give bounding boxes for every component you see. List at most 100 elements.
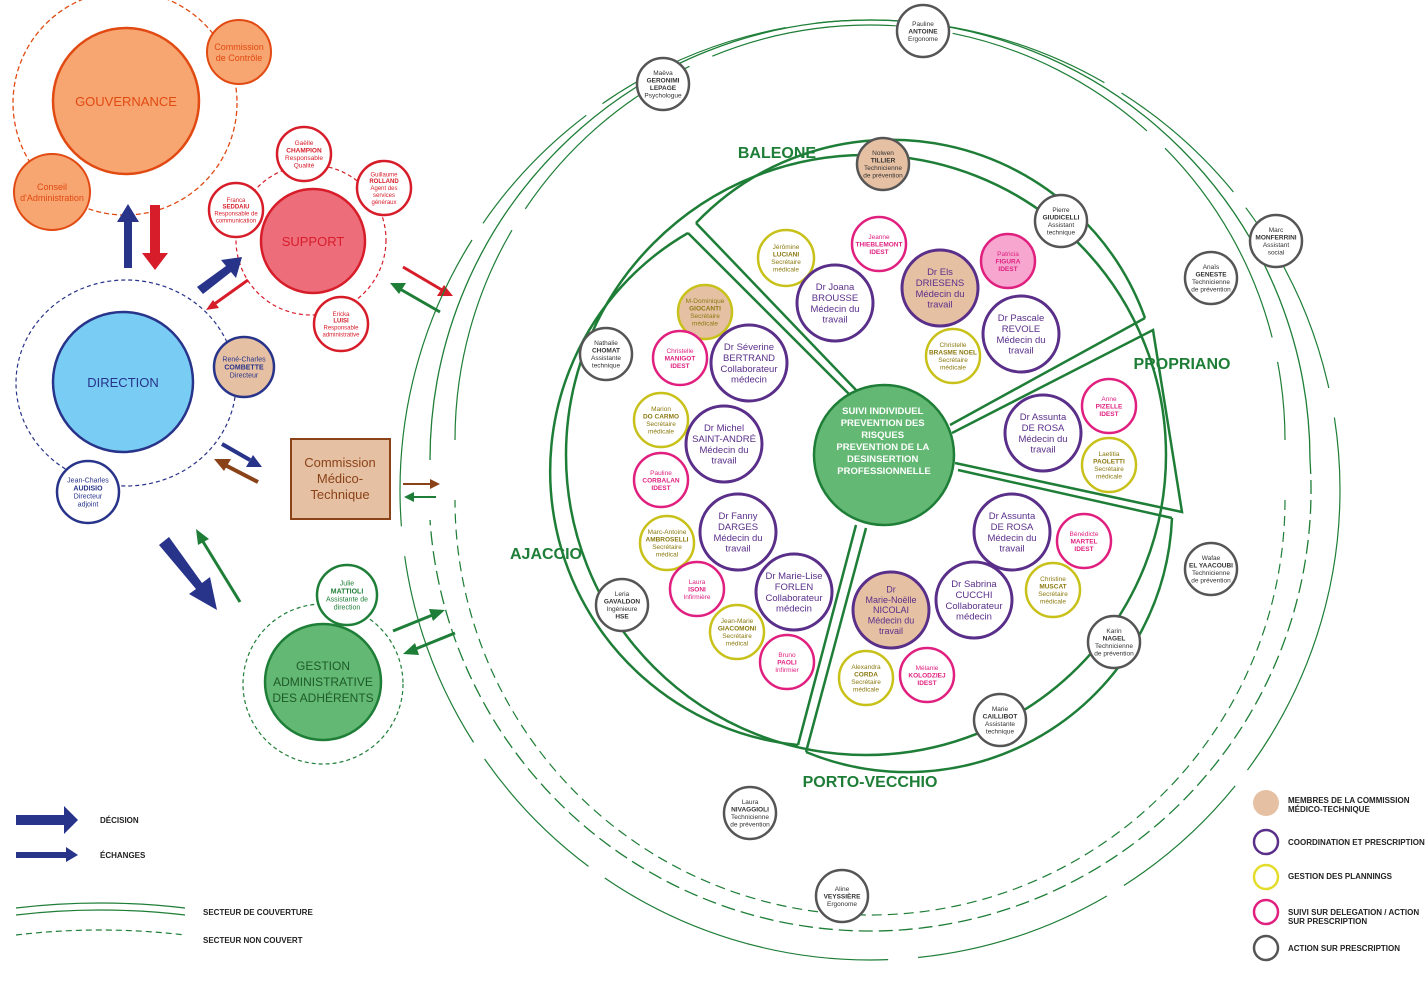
person-circle <box>1033 193 1089 249</box>
person-label-line: de prévention <box>863 172 903 179</box>
legend-plannings-dot <box>1252 863 1280 891</box>
person-label-line: de prévention <box>1191 577 1231 584</box>
person-circle <box>972 492 1052 572</box>
person-circle <box>1024 561 1082 619</box>
person-label-line: Jean-Charles <box>67 477 109 484</box>
person-label-line: direction <box>334 605 361 612</box>
person-circle <box>668 560 726 618</box>
legend-non-couvert-line <box>15 929 186 936</box>
person-label-line: AMBROSELLI <box>646 537 689 544</box>
person-label-line: Médecin du <box>1018 434 1067 445</box>
person-label-line: Secrétaire <box>652 544 682 551</box>
person-label-line: Technicienne <box>1095 643 1133 650</box>
person-circle <box>275 125 333 183</box>
person-circle <box>355 159 413 217</box>
person-label-line: Laura <box>689 579 706 586</box>
person-label-line: Dr Joana <box>816 282 855 293</box>
person-label-line: IDEST <box>869 249 888 256</box>
person-circle <box>212 335 276 399</box>
person-label-line: DE ROSA <box>1022 423 1065 434</box>
person-circle <box>698 492 778 572</box>
legend-plannings-label: GESTION DES PLANNINGS <box>1288 872 1393 881</box>
person-label-line: Infirmier <box>775 667 799 674</box>
person-label-line: GERONIMI <box>647 78 680 85</box>
person-label-line: Marie <box>992 706 1009 713</box>
person-label-line: médical <box>656 551 679 558</box>
person-label-line: DARGES <box>718 522 758 533</box>
person-label-line: ANTOINE <box>908 28 938 35</box>
person-label-line: Pauline <box>650 470 672 477</box>
person-circle <box>814 868 870 924</box>
person-label-line: Jean-Marie <box>721 618 754 625</box>
person-label-line: services <box>373 193 395 199</box>
sector-propriano-label: PROPRIANO <box>1134 356 1231 373</box>
person-label-line: Dr Marie-Lise <box>765 571 822 582</box>
person-label-line: Jeanne <box>868 234 890 241</box>
person-label-line: médicale <box>648 428 674 435</box>
person-label-line: Christelle <box>666 348 693 355</box>
person-label-line: CUCCHI <box>956 590 993 601</box>
person-label-line: Collaborateur <box>945 601 1002 612</box>
person-label-line: Médecin du <box>987 533 1036 544</box>
person-label-line: travail <box>927 300 952 311</box>
person-label-line: Technicienne <box>864 165 902 172</box>
person-label-line: Laura <box>742 799 759 806</box>
person-label-line: Franca <box>227 198 246 204</box>
person-label-line: LEPAGE <box>650 85 677 92</box>
legend-left: DÉCISION ÉCHANGES SECTEUR DE COUVERTURE … <box>15 806 313 945</box>
person-label-line: médical <box>726 640 749 647</box>
person-label-line: SEDDAIU <box>222 205 249 211</box>
person-label-line: de prévention <box>1191 286 1231 293</box>
person-label-line: NAGEL <box>1103 636 1126 643</box>
person-circle <box>1248 213 1304 269</box>
legend-commission-label-2: MÉDICO-TECHNIQUE <box>1288 805 1370 814</box>
person-circle <box>676 283 734 341</box>
person-label-line: Julie <box>340 580 355 587</box>
person-label-line: Dr Séverine <box>724 342 774 353</box>
person-circle <box>758 633 816 691</box>
center-label: SUIVI INDIVIDUEL PREVENTION DES RISQUES … <box>836 406 931 477</box>
person-label-line: Aline <box>835 886 850 893</box>
person-label-line: Ergonome <box>908 36 938 43</box>
person-label-line: Karin <box>1106 628 1122 635</box>
person-circle <box>315 563 379 627</box>
support-label: SUPPORT <box>282 234 345 249</box>
person-circle <box>900 248 980 328</box>
person-label-line: travail <box>725 544 750 555</box>
legend-decision-arrow <box>16 806 78 834</box>
legend-commission-label-1: MEMBRES DE LA COMMISSION <box>1288 796 1410 805</box>
person-circle <box>722 785 778 841</box>
person-circle <box>924 327 982 385</box>
person-circle <box>632 451 690 509</box>
person-label-line: Agent des <box>370 186 397 192</box>
gouvernance-bubble <box>51 26 201 176</box>
person-label-line: Technicienne <box>1192 279 1230 286</box>
